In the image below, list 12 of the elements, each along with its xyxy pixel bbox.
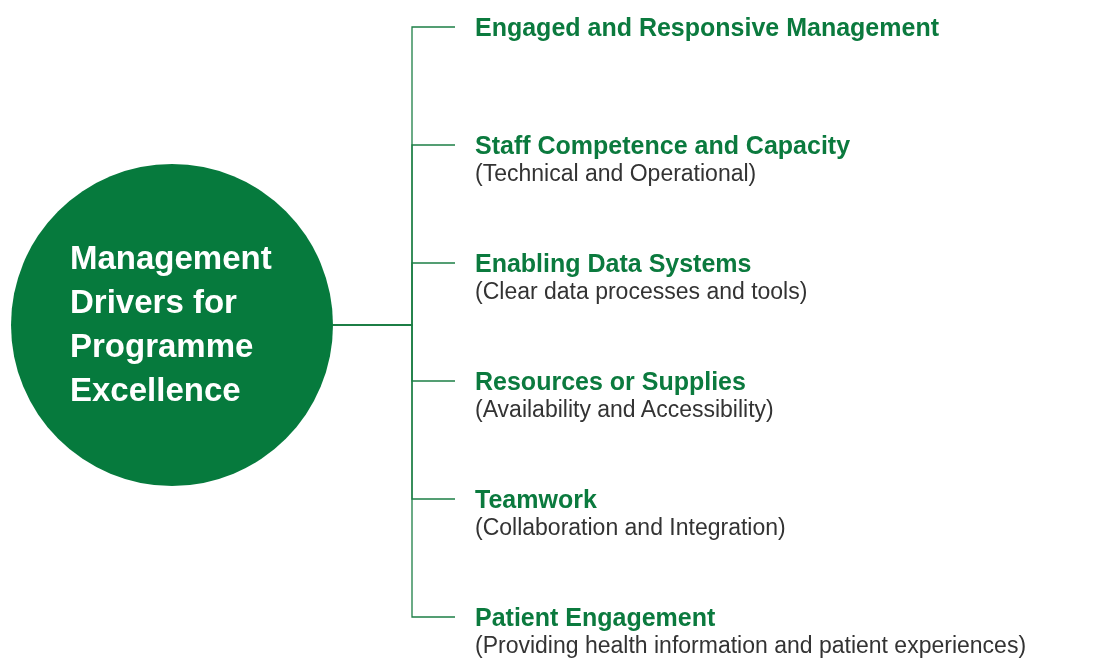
driver-heading: Engaged and Responsive Management [475, 13, 939, 41]
driver-heading: Patient Engagement [475, 603, 717, 631]
driver-heading: Teamwork [475, 485, 598, 513]
driver-heading: Resources or Supplies [475, 367, 747, 395]
driver-description: (Availability and Accessibility) [475, 395, 774, 423]
circle-title: Management Drivers for Programme Excellence [70, 238, 273, 410]
driver-description: (Collaboration and Integration) [475, 513, 786, 541]
driver-description: (Providing health information and patient experiences) [475, 631, 1027, 659]
driver-heading: Staff Competence and Capacity [475, 131, 851, 159]
driver-description: (Clear data processes and tools) [475, 277, 808, 305]
driver-heading: Enabling Data Systems [475, 249, 753, 277]
driver-description: (Technical and Operational) [475, 159, 758, 187]
